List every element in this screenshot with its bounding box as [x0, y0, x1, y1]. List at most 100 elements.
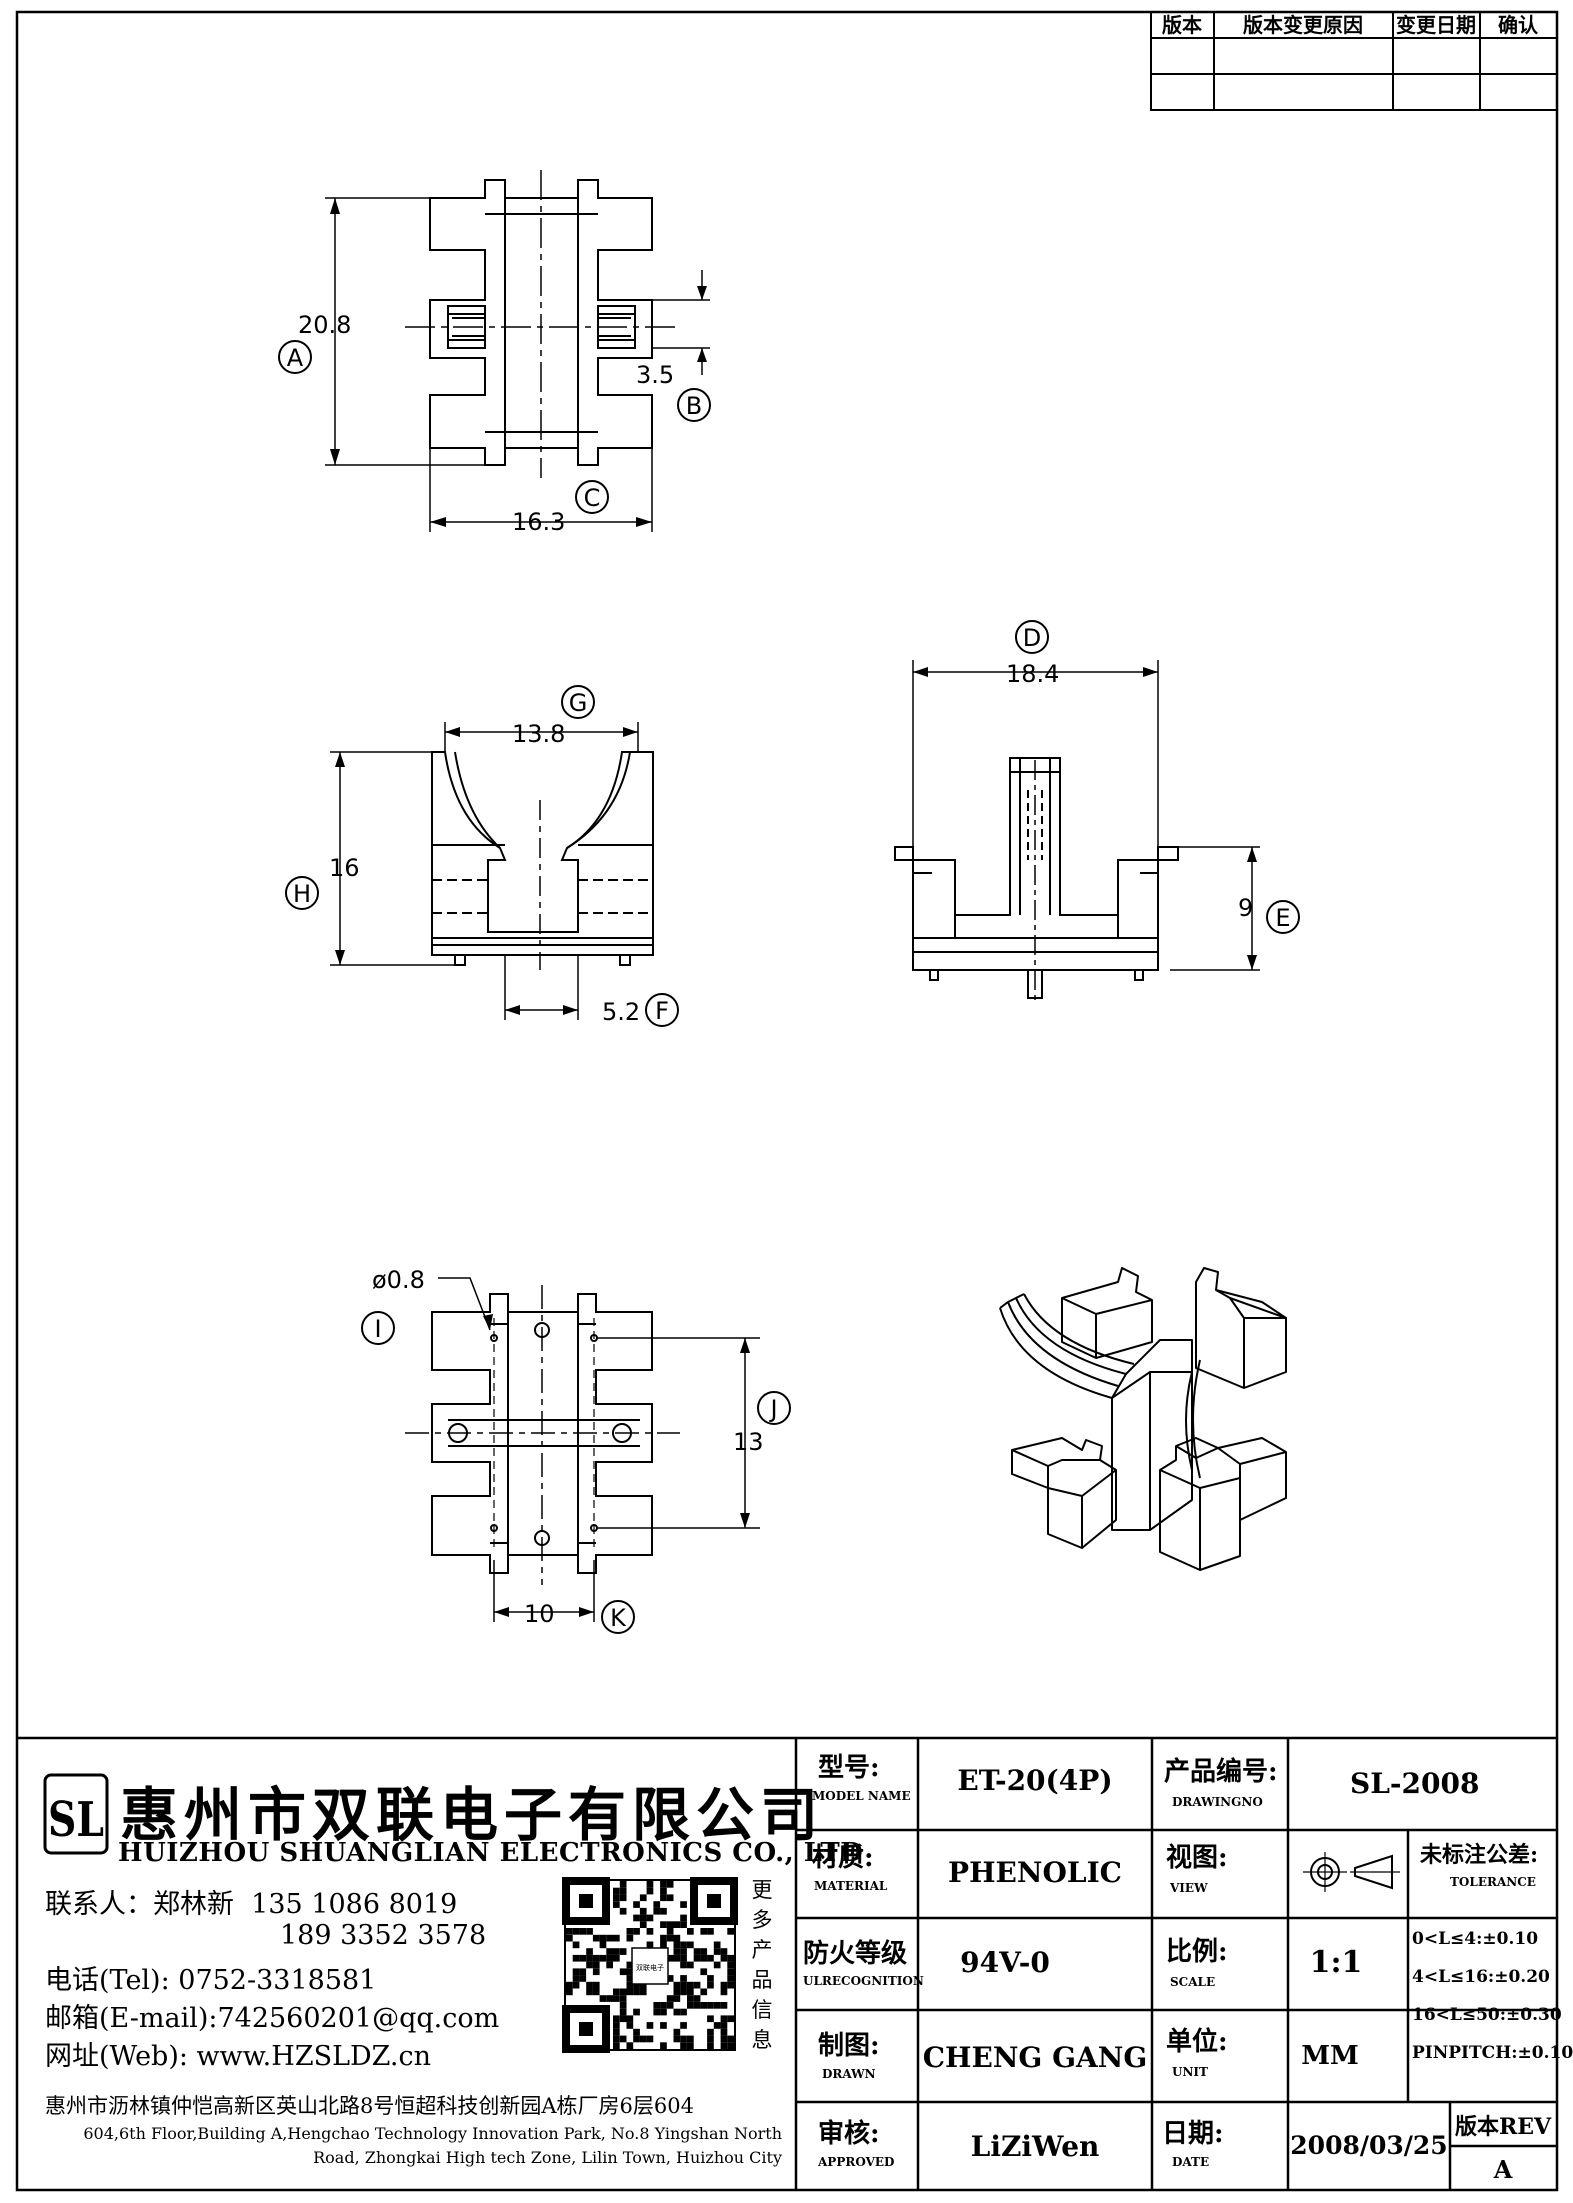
- unit-value: MM: [1301, 2041, 1359, 2071]
- qr-cell: [613, 1995, 620, 2002]
- qr-cell: [666, 1928, 674, 1935]
- qr-cell: [626, 1961, 634, 1969]
- qr-cell: [613, 2028, 620, 2036]
- fire-value: 94V-0: [960, 1946, 1050, 1979]
- qr-cell: [592, 1954, 600, 1962]
- qr-cell: [572, 1975, 580, 1982]
- view-label-en: VIEW: [1169, 1881, 1208, 1895]
- qr-cell: [680, 1981, 687, 1989]
- qr-cell: [653, 2008, 661, 2016]
- qr-cell: [680, 1975, 687, 1982]
- qr-cell: [653, 1907, 661, 1915]
- qr-cell: [713, 1961, 721, 1969]
- qr-cell: [700, 1968, 708, 1976]
- fire-label: 防火等级: [803, 1938, 907, 1969]
- qr-cell: [673, 2028, 681, 2036]
- qr-cell: [639, 1894, 647, 1902]
- qr-cell: [660, 1894, 667, 1902]
- qr-cell: [727, 2035, 734, 2043]
- qr-cell: [707, 2042, 714, 2049]
- label-J-circle: J: [757, 1391, 791, 1425]
- rev-value: A: [1493, 2155, 1513, 2184]
- drawing-label-en: DRAWINGNO: [1172, 1795, 1263, 1809]
- qr-cell: [613, 2035, 620, 2043]
- qr-code: 双联电子: [562, 1877, 738, 2053]
- qr-cell: [727, 1961, 734, 1969]
- qr-cell: [720, 2022, 728, 2029]
- qr-cell: [673, 1981, 681, 1989]
- qr-cell: [727, 1928, 734, 1935]
- qr-cell: [619, 1887, 627, 1895]
- revision-table: [1150, 11, 1558, 111]
- qr-cell: [633, 2035, 640, 2043]
- label-D-circle: D: [1015, 620, 1049, 654]
- label-I-circle: I: [361, 1311, 395, 1345]
- qr-cell: [666, 1921, 674, 1928]
- label-B-circle: B: [677, 388, 711, 422]
- qr-cell: [606, 1934, 613, 1942]
- qr-cell: [592, 1961, 600, 1969]
- qr-cell: [626, 2042, 634, 2049]
- qr-cell: [660, 2022, 667, 2029]
- qr-cell: [680, 2042, 687, 2049]
- qr-cell: [700, 2002, 708, 2009]
- approved-value: LiZiWen: [971, 2130, 1100, 2163]
- rev-label: 版本REV: [1455, 2114, 1552, 2140]
- qr-cell: [720, 2002, 728, 2009]
- date-value: 2008/03/25: [1290, 2131, 1447, 2160]
- qr-cell: [693, 1954, 701, 1962]
- qr-cell: [680, 1914, 687, 1922]
- label-K-circle: K: [601, 1600, 635, 1634]
- unit-label-en: UNIT: [1172, 2065, 1208, 2079]
- qr-cell: [606, 1954, 613, 1962]
- qr-cell: [727, 1968, 734, 1976]
- qr-cell: [727, 1975, 734, 1982]
- qr-cell: [673, 1948, 681, 1955]
- qr-cell: [680, 1961, 687, 1969]
- front-view: [330, 722, 654, 1020]
- qr-cell: [660, 1881, 667, 1888]
- company-address-cn: 惠州市沥林镇仲恺高新区英山北路8号恒超科技创新园A栋厂房6层604: [45, 2094, 694, 2118]
- qr-cell: [619, 1948, 627, 1955]
- dim-K-value: 10: [524, 1600, 555, 1628]
- qr-cell: [646, 2035, 654, 2043]
- qr-cell: [572, 1981, 580, 1989]
- tolerance-label: 未标注公差:: [1420, 1842, 1538, 1868]
- more-info-char: 息: [751, 2028, 773, 2052]
- qr-cell: [626, 1968, 634, 1976]
- qr-cell: [586, 1928, 593, 1935]
- qr-cell: [579, 1954, 587, 1962]
- model-label-en: MODEL NAME: [812, 1789, 911, 1803]
- qr-cell: [606, 1948, 613, 1955]
- drawn-value: CHENG GANG: [923, 2041, 1147, 2074]
- more-info-char: 多: [751, 1908, 773, 1932]
- qr-cell: [673, 2008, 681, 2016]
- qr-cell: [586, 1981, 593, 1989]
- qr-cell: [633, 1988, 640, 1996]
- qr-cell: [619, 2035, 627, 2043]
- top-view: [325, 170, 710, 532]
- qr-cell: [592, 1988, 600, 1996]
- qr-cell: [572, 1941, 580, 1949]
- dim-C-value: 16.3: [512, 508, 565, 536]
- more-info-char: 产: [751, 1938, 773, 1962]
- qr-cell: [613, 2022, 620, 2029]
- dim-G-value: 13.8: [512, 720, 565, 748]
- rev-header-confirm: 确认: [1498, 13, 1539, 37]
- label-E-circle: E: [1266, 900, 1300, 934]
- qr-cell: [613, 1894, 620, 1902]
- qr-cell: [566, 1988, 573, 1996]
- qr-cell: [613, 1887, 620, 1895]
- qr-cell: [572, 1954, 580, 1962]
- more-info-char: 更: [751, 1878, 773, 1902]
- qr-cell: [693, 2002, 701, 2009]
- qr-cell: [666, 1995, 674, 2002]
- bottom-frame: [17, 1736, 1557, 2190]
- dim-B-value: 3.5: [636, 361, 674, 389]
- scale-label: 比例:: [1166, 1937, 1228, 1967]
- company-email: 邮箱(E-mail):742560201@qq.com: [45, 2003, 500, 2034]
- qr-cell: [633, 1928, 640, 1935]
- qr-cell: [660, 1921, 667, 1928]
- qr-cell: [626, 2022, 634, 2029]
- qr-cell: [619, 2008, 627, 2016]
